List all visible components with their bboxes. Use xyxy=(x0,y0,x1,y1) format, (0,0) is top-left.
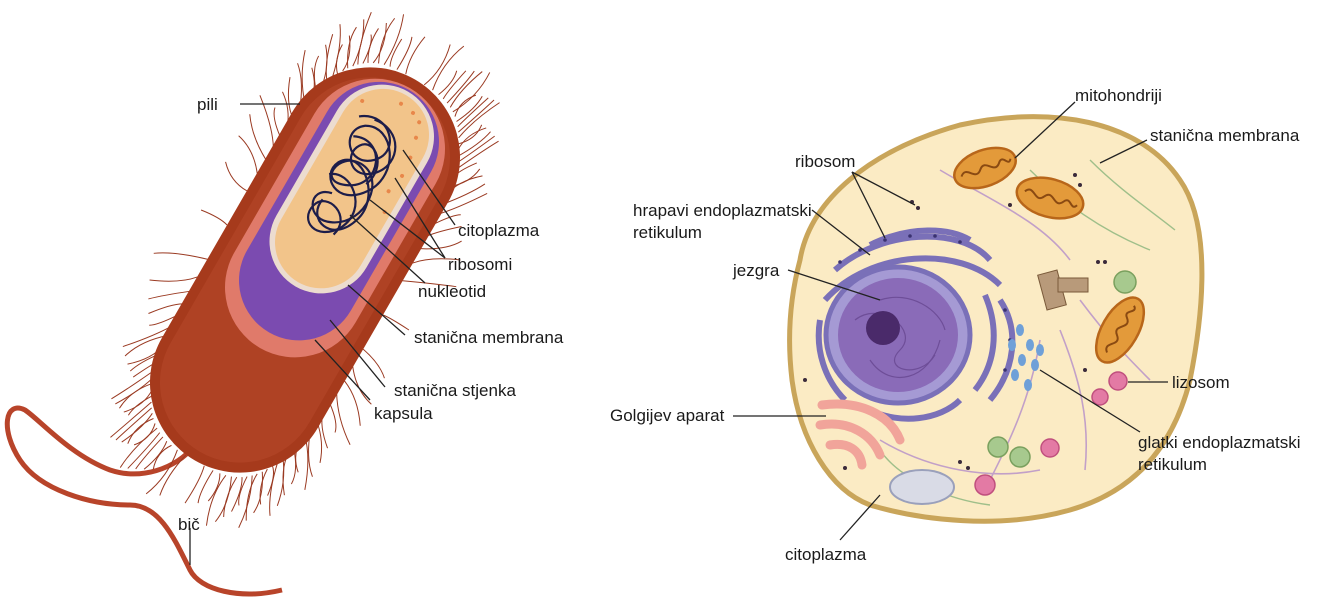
label-ribosom: ribosom xyxy=(795,152,855,171)
label-nukleotid: nukleotid xyxy=(418,282,486,301)
label-glatki-er-2: retikulum xyxy=(1138,455,1207,474)
label-stanicna-membrana: stanična membrana xyxy=(414,328,564,347)
pilus-hair xyxy=(150,277,198,281)
pilus-hair xyxy=(260,469,267,504)
pilus-hair xyxy=(439,71,457,95)
pilus-hair xyxy=(128,419,154,444)
pilus-hair xyxy=(115,376,154,404)
pilus-hair xyxy=(326,34,332,82)
pilus-hair xyxy=(363,35,371,64)
pilus-hair xyxy=(239,475,252,527)
animal-cell: mitohondriji stanična membrana ribosom h… xyxy=(610,86,1301,564)
pilus-hair xyxy=(120,428,157,467)
pilus-hair xyxy=(397,37,412,70)
pilus-hair xyxy=(373,23,386,63)
pilus-hair xyxy=(250,114,266,159)
pilus-hair xyxy=(330,403,336,432)
pilus-hair xyxy=(433,46,464,90)
label-kapsula: kapsula xyxy=(374,404,433,423)
label-hrapavi-er-2: retikulum xyxy=(633,223,702,242)
bacterium: pili citoplazma ribosomi nukleotid stani… xyxy=(7,12,564,594)
label-stanicna-stjenka: stanična stjenka xyxy=(394,381,516,400)
pilus-hair xyxy=(406,37,425,74)
pilus-hair xyxy=(384,14,403,64)
pilus-hair xyxy=(154,253,208,259)
pilus-hair xyxy=(148,291,189,299)
label-bic: bič xyxy=(178,515,200,534)
pilus-hair xyxy=(420,241,461,249)
label-golgijev-aparat: Golgijev aparat xyxy=(610,406,725,425)
pilus-hair xyxy=(458,128,486,150)
pilus-hair xyxy=(124,390,152,412)
pilus-hair xyxy=(455,95,476,116)
label-ribosomi: ribosomi xyxy=(448,255,512,274)
label-lizosom: lizosom xyxy=(1172,373,1230,392)
pilus-hair xyxy=(358,12,371,64)
pilus-hair xyxy=(274,108,280,137)
label-jezgra: jezgra xyxy=(732,261,780,280)
label-stanicna-membrana-cell: stanična membrana xyxy=(1150,126,1300,145)
label-hrapavi-er-1: hrapavi endoplazmatski xyxy=(633,201,812,220)
pilus-hair xyxy=(206,475,225,525)
pilus-hair xyxy=(122,413,153,442)
vacuole xyxy=(890,470,954,504)
label-citoplazma: citoplazma xyxy=(458,221,540,240)
pilus-hair xyxy=(453,72,490,111)
pilus-hair xyxy=(226,162,247,191)
pilus-hair xyxy=(232,477,243,511)
pilus-hair xyxy=(337,392,350,444)
pilus-hair xyxy=(201,210,227,225)
pilus-hair xyxy=(277,458,283,506)
label-mitohondriji: mitohondriji xyxy=(1075,86,1162,105)
pilus-hair xyxy=(224,477,237,517)
label-pili: pili xyxy=(197,95,218,114)
pilus-hair xyxy=(260,95,273,147)
pilus-hair xyxy=(239,136,258,174)
nucleolus xyxy=(866,311,900,345)
pilus-hair xyxy=(110,402,151,437)
label-citoplazma-cell: citoplazma xyxy=(785,545,867,564)
pilus-hair xyxy=(343,36,350,71)
pilus-hair xyxy=(116,408,152,440)
pilus-hair xyxy=(390,39,402,67)
pilus-hair xyxy=(185,466,204,503)
label-glatki-er-1: glatki endoplazmatski xyxy=(1138,433,1301,452)
pilus-hair xyxy=(455,136,494,164)
